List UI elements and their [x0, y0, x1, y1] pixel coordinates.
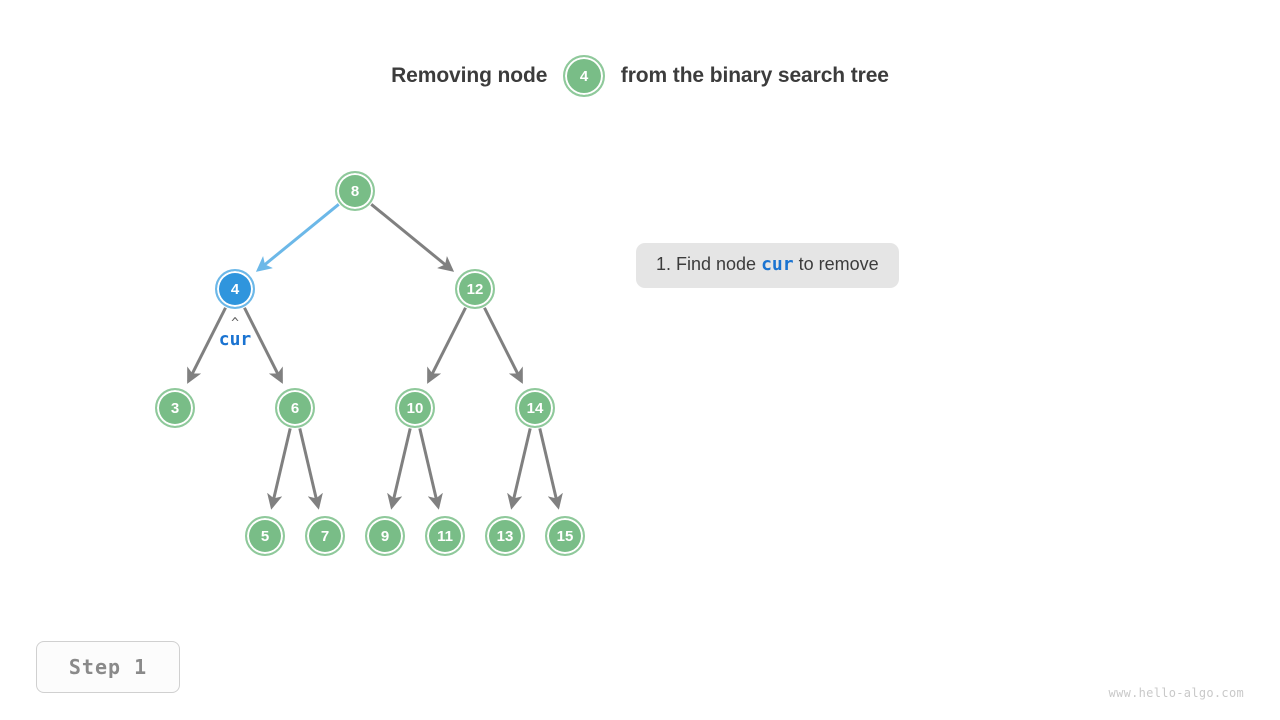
tree-node-13: 13 [485, 516, 525, 556]
tree-edge-12-to-10 [427, 307, 467, 384]
tree-edge-12-to-14 [483, 307, 523, 384]
instruction-code-term: cur [761, 254, 794, 275]
watermark: www.hello-algo.com [1108, 686, 1244, 700]
title-node-badge: 4 [563, 55, 606, 97]
tree-edge-10-to-9 [387, 428, 412, 510]
cur-pointer: ^ cur [190, 316, 280, 351]
tree-node-12: 12 [455, 269, 495, 309]
tree-node-10: 10 [395, 388, 435, 428]
instruction-panel: 1. Find node cur to remove [636, 243, 899, 288]
tree-node-15: 15 [545, 516, 585, 556]
step-badge: Step 1 [36, 641, 180, 693]
page-title-suffix: from the binary search tree [615, 64, 889, 87]
tree-edge-14-to-15 [538, 428, 563, 510]
tree-edge-8-to-4 [255, 203, 340, 272]
instruction-prefix: 1. Find node [656, 254, 762, 274]
tree-node-4: 4 [215, 269, 255, 309]
page-title: Removing node 4 from the binary search t… [0, 55, 1280, 97]
tree-node-6: 6 [275, 388, 315, 428]
tree-node-9: 9 [365, 516, 405, 556]
tree-node-14: 14 [515, 388, 555, 428]
tree-edge-6-to-5 [267, 428, 292, 510]
tree-node-11: 11 [425, 516, 465, 556]
tree-edge-layer [187, 203, 563, 510]
instruction-suffix: to remove [793, 254, 879, 274]
cur-pointer-label: cur [218, 329, 252, 350]
tree-edge-10-to-11 [418, 428, 443, 510]
tree-node-5: 5 [245, 516, 285, 556]
tree-node-7: 7 [305, 516, 345, 556]
tree-node-8: 8 [335, 171, 375, 211]
tree-edge-4-to-6 [243, 307, 283, 384]
tree-edge-6-to-7 [298, 428, 323, 510]
tree-edge-14-to-13 [507, 428, 532, 510]
tree-edge-8-to-12 [370, 203, 455, 272]
tree-edge-4-to-3 [187, 307, 227, 384]
tree-node-3: 3 [155, 388, 195, 428]
page-title-prefix: Removing node [391, 64, 554, 87]
caret-icon: ^ [231, 316, 239, 331]
